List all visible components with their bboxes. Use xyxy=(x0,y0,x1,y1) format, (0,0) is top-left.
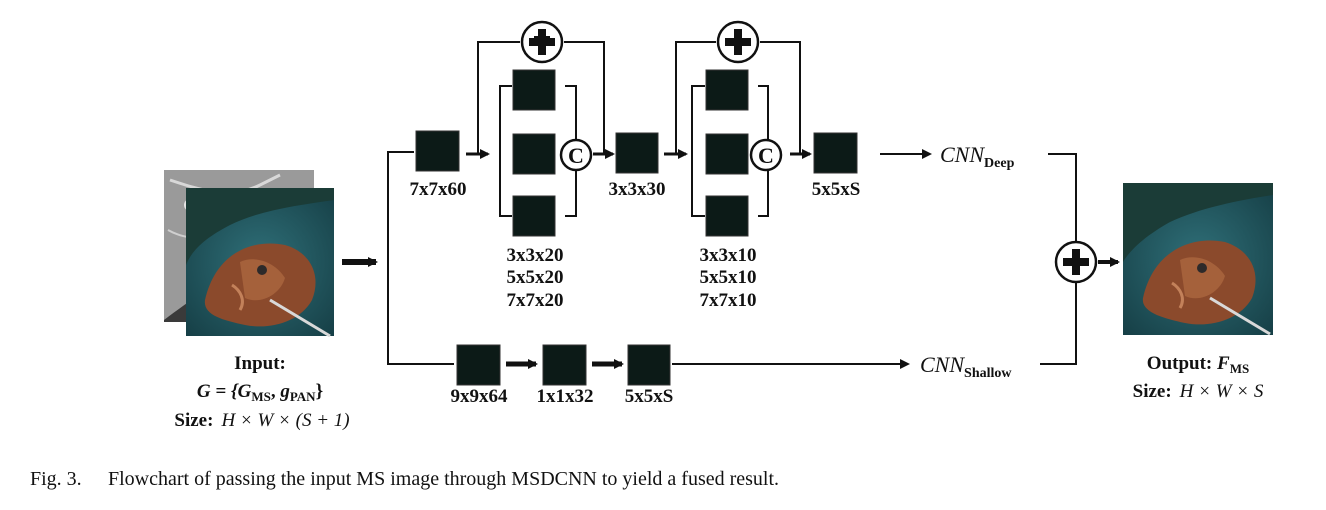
branch-b-conv-1 xyxy=(705,69,749,111)
concat-node-b: C xyxy=(749,138,783,172)
split-connector xyxy=(387,151,454,365)
cnn-deep-subscript: Deep xyxy=(984,156,1015,171)
fusion-add-node xyxy=(1054,240,1098,284)
ms-image xyxy=(186,188,334,338)
output-title: Output: FMS xyxy=(1147,353,1249,376)
branch-a-label-1: 3x3x20 xyxy=(507,245,564,266)
input-set-expression: G = {GMS, gPAN} xyxy=(197,381,323,404)
input-image-stack xyxy=(164,170,334,338)
branch-b-conv-3 xyxy=(705,195,749,237)
g-pan-subscript: PAN xyxy=(290,389,316,404)
branch-b-label-3: 7x7x10 xyxy=(700,290,757,311)
input-title: Input: xyxy=(234,353,286,374)
shallow-path: 9x9x64 1x1x32 5x5xS CNNShallow xyxy=(451,344,1012,407)
shallow-conv-block-1 xyxy=(456,344,501,386)
figure-caption-text: Flowchart of passing the input MS image … xyxy=(108,468,780,490)
concat-node-a: C xyxy=(559,138,593,172)
input-size: Size: H × W × (S + 1) xyxy=(174,410,349,431)
deep-block-1-label: 7x7x60 xyxy=(410,179,467,200)
deep-conv-block-2 xyxy=(615,132,659,174)
g-ms-symbol: G xyxy=(238,381,252,402)
output-title-subscript: MS xyxy=(1230,361,1250,376)
input-size-label: Size: xyxy=(174,410,213,431)
branch-b-conv-2 xyxy=(705,133,749,175)
input-size-expression: H × W × (S + 1) xyxy=(220,410,349,431)
cnn-shallow-subscript: Shallow xyxy=(964,366,1012,381)
output-title-prefix: Output: xyxy=(1147,353,1217,374)
shallow-conv-block-2 xyxy=(542,344,587,386)
branch-b-label-2: 5x5x10 xyxy=(700,267,757,288)
residual-skip-b-left xyxy=(675,41,716,154)
branch-a-conv-3 xyxy=(512,195,556,237)
g-set-prefix: G = { xyxy=(197,381,239,402)
residual-skip-b-right xyxy=(760,41,801,154)
shallow-block-3-label: 5x5xS xyxy=(625,386,674,407)
g-ms-subscript: MS xyxy=(251,389,271,404)
concat-symbol-b: C xyxy=(758,143,774,168)
g-set-suffix: } xyxy=(316,381,324,402)
branch-a-label-2: 5x5x20 xyxy=(507,267,564,288)
cnn-deep-label: CNNDeep xyxy=(940,142,1015,171)
deep-path: 7x7x60 C 3x3x20 5x5x20 7x7x20 3x3x30 xyxy=(410,20,1015,311)
add-node-a xyxy=(520,20,564,64)
add-node-b xyxy=(716,20,760,64)
deep-block-3-label: 5x5xS xyxy=(812,179,861,200)
deep-conv-block-3 xyxy=(813,132,858,174)
output-size: Size: H × W × S xyxy=(1133,381,1264,402)
g-separator: , xyxy=(271,381,281,402)
concat-symbol-a: C xyxy=(568,143,584,168)
figure-number: Fig. 3. xyxy=(30,468,82,490)
figure-caption: Fig. 3. Flowchart of passing the input MS… xyxy=(30,468,779,491)
residual-skip-a-right xyxy=(564,41,605,154)
branch-a-bracket-left xyxy=(499,85,512,217)
cnn-deep-main: CNN xyxy=(940,142,985,167)
output-size-label: Size: xyxy=(1133,381,1172,402)
branch-a-conv-2 xyxy=(512,133,556,175)
output-image xyxy=(1123,183,1273,336)
output-size-expression: H × W × S xyxy=(1179,381,1264,402)
g-pan-symbol: g xyxy=(279,381,290,402)
residual-skip-a-left xyxy=(477,41,520,154)
cnn-shallow-label: CNNShallow xyxy=(920,352,1012,381)
branch-a-label-3: 7x7x20 xyxy=(507,290,564,311)
branch-b-bracket-left xyxy=(691,85,705,217)
shallow-block-2-label: 1x1x32 xyxy=(537,386,594,407)
output-title-variable: F xyxy=(1216,353,1230,374)
shallow-conv-block-3 xyxy=(627,344,671,386)
deep-block-2-label: 3x3x30 xyxy=(609,179,666,200)
shallow-block-1-label: 9x9x64 xyxy=(451,386,509,407)
cnn-shallow-main: CNN xyxy=(920,352,965,377)
deep-conv-block-1 xyxy=(415,130,460,172)
branch-a-conv-1 xyxy=(512,69,556,111)
branch-b-label-1: 3x3x10 xyxy=(700,245,757,266)
